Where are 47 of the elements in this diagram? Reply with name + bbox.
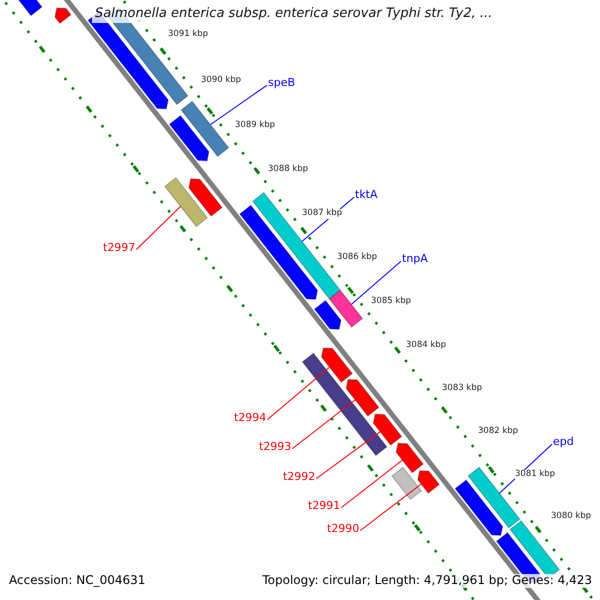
gene-label: t2993 — [259, 441, 292, 454]
scale-label: 3082 kbp — [478, 427, 518, 437]
gene-feature — [346, 378, 380, 417]
leader-line — [136, 206, 182, 250]
scale-label: 3091 kbp — [168, 30, 208, 40]
leader-line — [210, 84, 268, 126]
gene-label: t2992 — [283, 471, 316, 484]
gene-feature — [164, 177, 208, 228]
leader-line — [316, 431, 381, 480]
scale-label: 3083 kbp — [442, 384, 482, 394]
leader-line — [266, 366, 330, 420]
gene-feature — [54, 8, 72, 24]
gene-label: t2991 — [308, 500, 340, 513]
accession-text: Accession: NC_004631 — [9, 574, 146, 588]
gene-label: tnpA — [402, 253, 428, 266]
gene-feature — [391, 466, 422, 500]
map-info-text: Topology: circular; Length: 4,791,961 bp; Genes: 4,423 — [262, 574, 592, 588]
gene-label: t2990 — [327, 523, 360, 536]
scale-label: 3089 kbp — [235, 121, 276, 131]
gene-feature — [302, 352, 388, 456]
scale-label: 3088 kbp — [268, 165, 308, 175]
scale-label: 3081 kbp — [515, 470, 556, 480]
gene-feature — [372, 414, 402, 446]
leader-line — [292, 399, 356, 450]
gene-feature — [180, 100, 230, 158]
scale-label: 3087 kbp — [302, 209, 342, 219]
leader-line — [360, 484, 422, 532]
scale-label: 3085 kbp — [371, 297, 412, 307]
gene-label: epd — [553, 436, 574, 449]
gene-feature — [328, 290, 364, 328]
gene-feature — [320, 347, 353, 383]
scale-label: 3086 kbp — [337, 253, 378, 263]
gene-feature — [168, 114, 210, 162]
gene-feature — [314, 300, 342, 330]
leader-line — [340, 460, 403, 508]
gene-label: t2997 — [103, 242, 136, 255]
gene-feature — [396, 442, 424, 474]
gene-label: speB — [268, 77, 296, 90]
gene-feature — [454, 479, 504, 536]
gene-label: t2994 — [234, 412, 266, 425]
leader-line — [350, 260, 402, 305]
scale-label: 3090 kbp — [201, 76, 242, 86]
gene-feature — [188, 178, 223, 217]
gene-label: tktA — [355, 189, 378, 202]
scale-label: 3080 kbp — [551, 512, 592, 522]
scale-label: 3084 kbp — [406, 341, 446, 351]
gene-feature — [417, 470, 440, 494]
